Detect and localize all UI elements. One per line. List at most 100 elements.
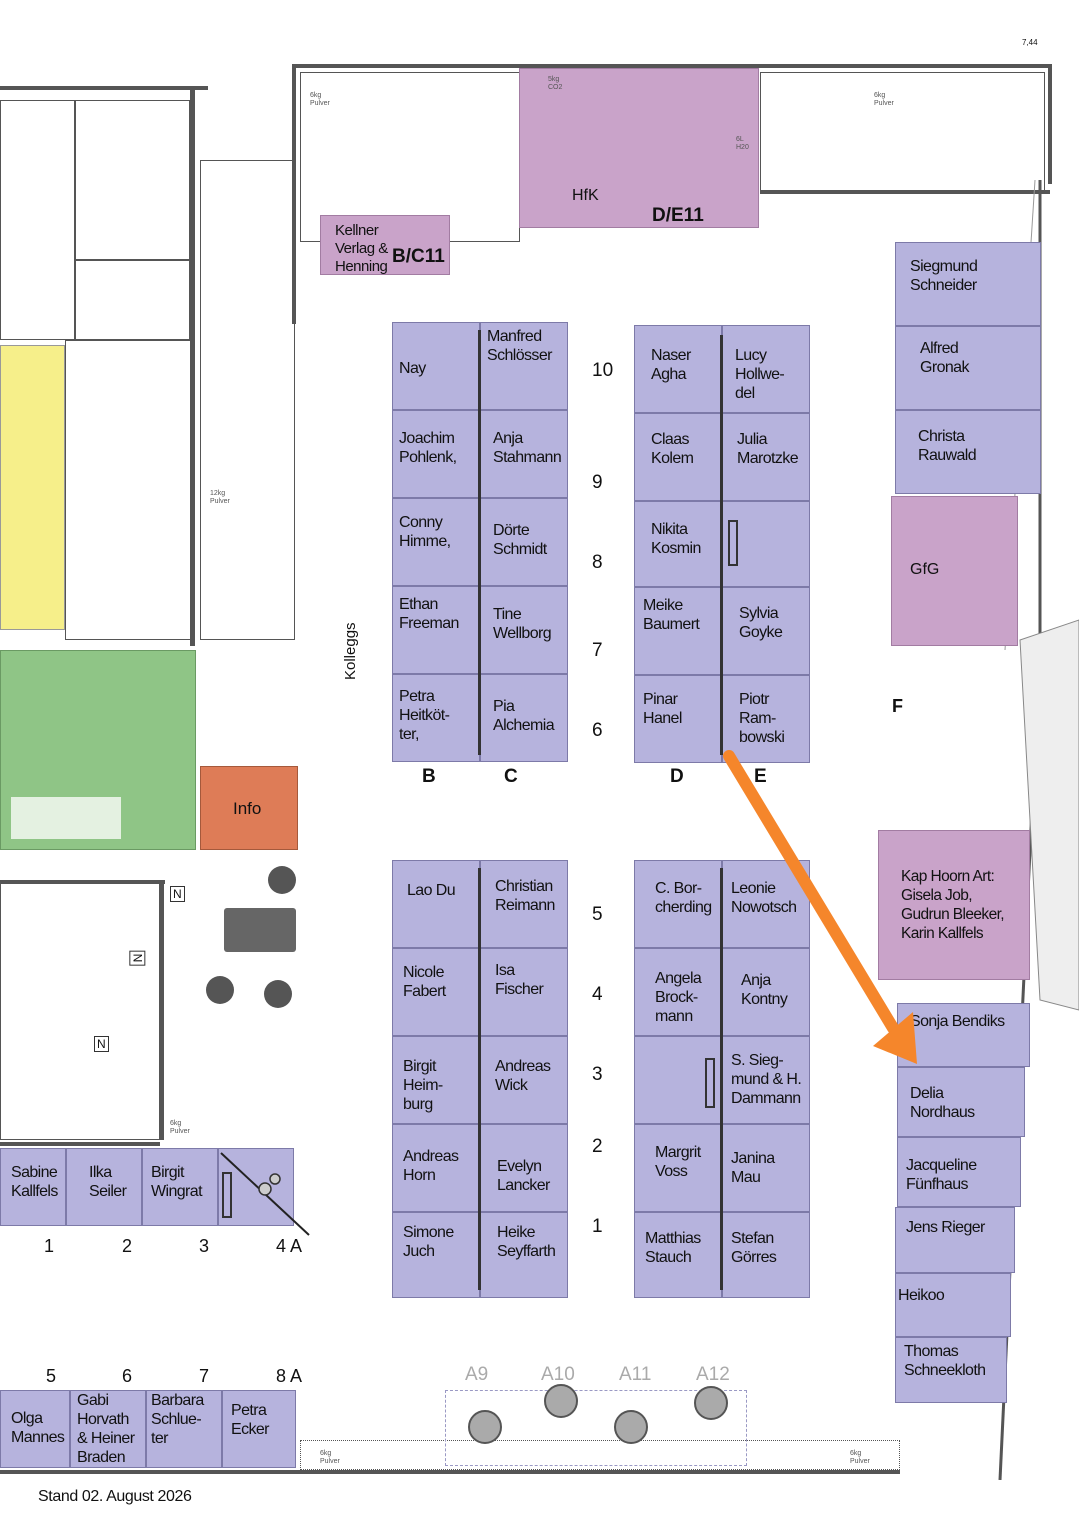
booth-e4[interactable]: Anja Kontny xyxy=(722,948,810,1036)
booth-e7[interactable]: Sylvia Goyke xyxy=(722,587,810,675)
booth-c6[interactable]: Pia Alchemia xyxy=(480,674,568,762)
gfg-room: GfG xyxy=(891,496,1018,646)
number-a8: 8 A xyxy=(276,1366,303,1386)
booth-b10[interactable]: Nay xyxy=(392,322,480,410)
wall-left-vertical xyxy=(190,86,195,646)
room-upper-right xyxy=(760,72,1045,192)
number-a3: 3 xyxy=(199,1236,210,1256)
info-room: Info xyxy=(200,766,298,850)
booth-c8[interactable]: Dörte Schmidt xyxy=(480,498,568,586)
hfk-label: HfK xyxy=(572,187,599,204)
fire-extinguisher-icon: 6kg Pulver xyxy=(310,92,330,107)
booth-e10[interactable]: Lucy Hollwe- del xyxy=(722,325,810,413)
wall-lower-left-b xyxy=(0,1142,160,1146)
cafe-outline xyxy=(445,1390,747,1466)
column-letter-e: E xyxy=(754,766,767,787)
row-number-10: 10 xyxy=(592,360,614,381)
booth-d5[interactable]: C. Bor- cherding xyxy=(634,860,722,948)
table-chairs-icon xyxy=(220,1152,310,1236)
booth-f-4[interactable]: Sonja Bendiks xyxy=(897,1003,1030,1067)
n-marker: N xyxy=(129,950,146,966)
booth-b2[interactable]: Andreas Horn xyxy=(392,1124,480,1212)
booth-e6[interactable]: Piotr Ram- bowski xyxy=(722,675,810,763)
booth-d3[interactable] xyxy=(634,1036,722,1124)
booth-b5[interactable]: Lao Du xyxy=(392,860,480,948)
booth-a7[interactable]: Barbara Schlue- ter xyxy=(146,1390,222,1468)
number-a5: 5 xyxy=(46,1366,57,1386)
wall-top xyxy=(292,64,1052,68)
booth-a3[interactable]: Birgit Wingrat xyxy=(142,1148,218,1226)
booth-f-9[interactable]: Thomas Schneekloth xyxy=(895,1337,1007,1403)
booth-a6[interactable]: Gabi Horvath & Heiner Braden xyxy=(70,1390,146,1468)
booth-c10[interactable]: Manfred Schlösser xyxy=(480,322,568,410)
kolleggs-label: Kolleggs xyxy=(342,622,359,680)
booth-b4[interactable]: Nicole Fabert xyxy=(392,948,480,1036)
room-wc xyxy=(65,340,195,640)
booth-f-8[interactable]: Heikoo xyxy=(895,1273,1011,1337)
green-room xyxy=(0,650,196,850)
stair-block xyxy=(200,160,295,640)
cafe-label-a12: A12 xyxy=(696,1364,730,1385)
booth-d7[interactable]: Meike Baumert xyxy=(634,587,722,675)
number-a2: 2 xyxy=(122,1236,133,1256)
wall-inner-top xyxy=(760,190,1050,194)
kap-hoorn-room: Kap Hoorn Art: Gisela Job, Gudrun Bleeke… xyxy=(878,830,1030,980)
booth-b7[interactable]: Ethan Freeman xyxy=(392,586,480,674)
booth-c7[interactable]: Tine Wellborg xyxy=(480,586,568,674)
fire-extinguisher-icon: 5kg CO2 xyxy=(548,76,563,91)
room-c xyxy=(75,260,190,340)
row-number-5: 5 xyxy=(592,904,603,925)
booth-b6[interactable]: Petra Heitköt- ter, xyxy=(392,674,480,762)
booth-f-2[interactable]: Alfred Gronak xyxy=(895,326,1041,410)
booth-d10[interactable]: Naser Agha xyxy=(634,325,722,413)
wall-lower-left-v xyxy=(160,880,164,1140)
booth-f-6[interactable]: Jacqueline Fünfhaus xyxy=(897,1137,1021,1207)
wall-lower-left xyxy=(0,880,165,884)
cafe-table-icon xyxy=(468,1410,502,1444)
fire-extinguisher-icon: 6kg Pulver xyxy=(170,1120,190,1135)
booth-b8[interactable]: Conny Himme, xyxy=(392,498,480,586)
booth-e3[interactable]: S. Sieg- mund & H. Dammann xyxy=(722,1036,810,1124)
booth-d1[interactable]: Matthias Stauch xyxy=(634,1212,722,1298)
booth-c9[interactable]: Anja Stahmann xyxy=(480,410,568,498)
booth-c4[interactable]: Isa Fischer xyxy=(480,948,568,1036)
booth-c2[interactable]: Evelyn Lancker xyxy=(480,1124,568,1212)
cafe-table-icon xyxy=(614,1410,648,1444)
row-number-6: 6 xyxy=(592,720,603,741)
booth-c1[interactable]: Heike Seyffarth xyxy=(480,1212,568,1298)
booth-d9[interactable]: Claas Kolem xyxy=(634,413,722,501)
booth-a5[interactable]: Olga Mannes xyxy=(0,1390,70,1468)
booth-a2[interactable]: Ilka Seiler xyxy=(66,1148,142,1226)
booth-f-1[interactable]: Siegmund Schneider xyxy=(895,242,1041,326)
booth-b9[interactable]: Joachim Pohlenk, xyxy=(392,410,480,498)
number-a7: 7 xyxy=(199,1366,210,1386)
booth-b3[interactable]: Birgit Heim- burg xyxy=(392,1036,480,1124)
booth-e9[interactable]: Julia Marotzke xyxy=(722,413,810,501)
booth-f-5[interactable]: Delia Nordhaus xyxy=(897,1067,1025,1137)
hfk-code: D/E11 xyxy=(652,205,704,226)
cafe-label-a10: A10 xyxy=(541,1364,575,1385)
booth-d2[interactable]: Margrit Voss xyxy=(634,1124,722,1212)
n-marker: N xyxy=(170,886,185,902)
booth-d4[interactable]: Angela Brock- mann xyxy=(634,948,722,1036)
booth-a1[interactable]: Sabine Kallfels xyxy=(0,1148,66,1226)
booth-b1[interactable]: Simone Juch xyxy=(392,1212,480,1298)
fire-extinguisher-icon: 6kg Pulver xyxy=(850,1450,870,1465)
booth-f-3[interactable]: Christa Rauwald xyxy=(895,410,1041,494)
row-number-2: 2 xyxy=(592,1136,603,1157)
booth-a8[interactable]: Petra Ecker xyxy=(222,1390,296,1468)
seat-icon xyxy=(264,980,292,1008)
kap-hoorn-label: Kap Hoorn Art: Gisela Job, Gudrun Bleeke… xyxy=(901,868,1005,942)
booth-c5[interactable]: Christian Reimann xyxy=(480,860,568,948)
booth-d6[interactable]: Pinar Hanel xyxy=(634,675,722,763)
booth-a4[interactable] xyxy=(218,1148,310,1236)
table-icon xyxy=(224,908,296,952)
booth-f-7[interactable]: Jens Rieger xyxy=(895,1207,1015,1273)
seat-icon xyxy=(268,866,296,894)
booth-e2[interactable]: Janina Mau xyxy=(722,1124,810,1212)
booth-c3[interactable]: Andreas Wick xyxy=(480,1036,568,1124)
booth-d8[interactable]: Nikita Kosmin xyxy=(634,501,722,587)
gfg-label: GfG xyxy=(910,561,940,578)
booth-e1[interactable]: Stefan Görres xyxy=(722,1212,810,1298)
column-letter-c: C xyxy=(504,766,518,787)
